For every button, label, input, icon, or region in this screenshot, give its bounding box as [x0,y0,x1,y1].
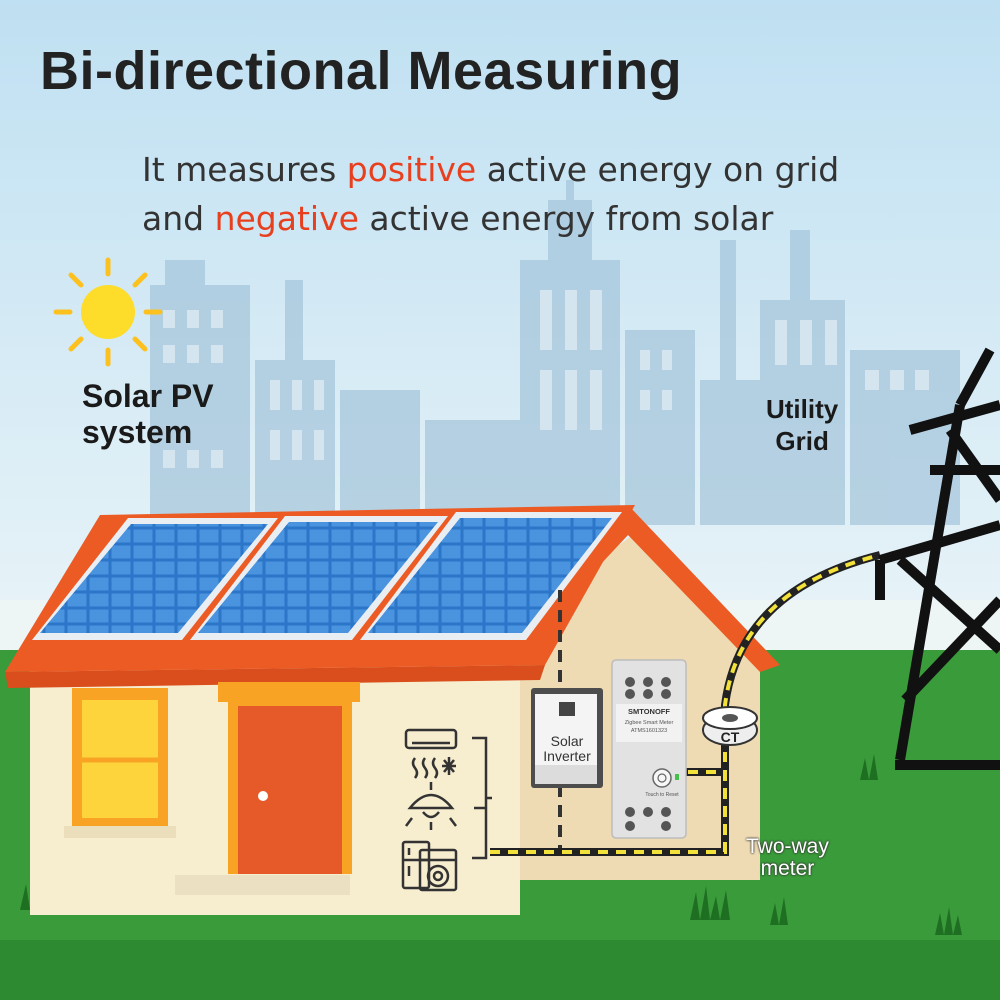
inverter-label-line2: Inverter [543,748,591,764]
subtitle: It measures positive active energy on gr… [142,145,839,243]
device-reset-label: Touch to Reset [645,792,679,798]
appliance-bracket [472,736,492,860]
highlight-positive: positive [346,150,477,189]
device-model: Zigbee Smart Meter [625,720,674,726]
smart-meter-device: SMTONOFF Zigbee Smart Meter ATMS1601323 … [611,659,687,839]
air-conditioner-icon [404,728,458,779]
roof-shadow [5,665,545,688]
solar-panels [32,512,622,640]
house-base [175,875,350,895]
utility-grid-label-line1: Utility [766,394,839,424]
device-brand: SMTONOFF [628,707,670,716]
ceiling-lamp-icon [405,782,457,830]
subtitle-text: It measures [142,150,347,189]
subtitle-line-2: and negative active energy from solar [142,194,839,243]
ct-clamp: CT [702,706,758,746]
utility-grid-label: Utility Grid [766,393,838,457]
page-title: Bi-directional Measuring [40,41,683,101]
power-tower-icon [875,347,1000,770]
house-window [64,688,176,838]
inverter-label-line1: Solar [551,733,584,749]
two-way-meter-label-line2: meter [760,857,815,880]
subtitle-text: active energy on grid [476,150,840,189]
reset-button[interactable] [652,768,672,788]
building-windows [163,290,929,468]
highlight-negative: negative [214,199,359,238]
utility-grid-label-line2: Grid [775,426,829,456]
two-way-meter-label-line1: Two-way [746,835,829,858]
door-knob[interactable] [258,791,268,801]
solar-pv-label-line2: system [82,414,193,450]
solar-pv-label: Solar PV system [82,378,214,450]
solar-inverter: Solar Inverter [531,688,603,788]
device-sku: ATMS1601323 [631,728,667,734]
sun-icon [53,257,163,367]
appliance-icons [401,728,492,892]
main-cable-dash [490,553,881,854]
grass-shade [0,940,1000,1000]
status-led [675,774,679,780]
subtitle-text: and [142,199,215,238]
two-way-meter-label: Two-way meter [746,836,829,880]
power-icon [657,773,667,783]
ct-label: CT [721,729,740,745]
house-door[interactable] [218,682,360,874]
subtitle-text: active energy from solar [358,199,774,238]
solar-pv-label-line1: Solar PV [82,378,214,414]
washing-machine-icon [418,848,458,892]
subtitle-line-1: It measures positive active energy on gr… [142,145,839,194]
